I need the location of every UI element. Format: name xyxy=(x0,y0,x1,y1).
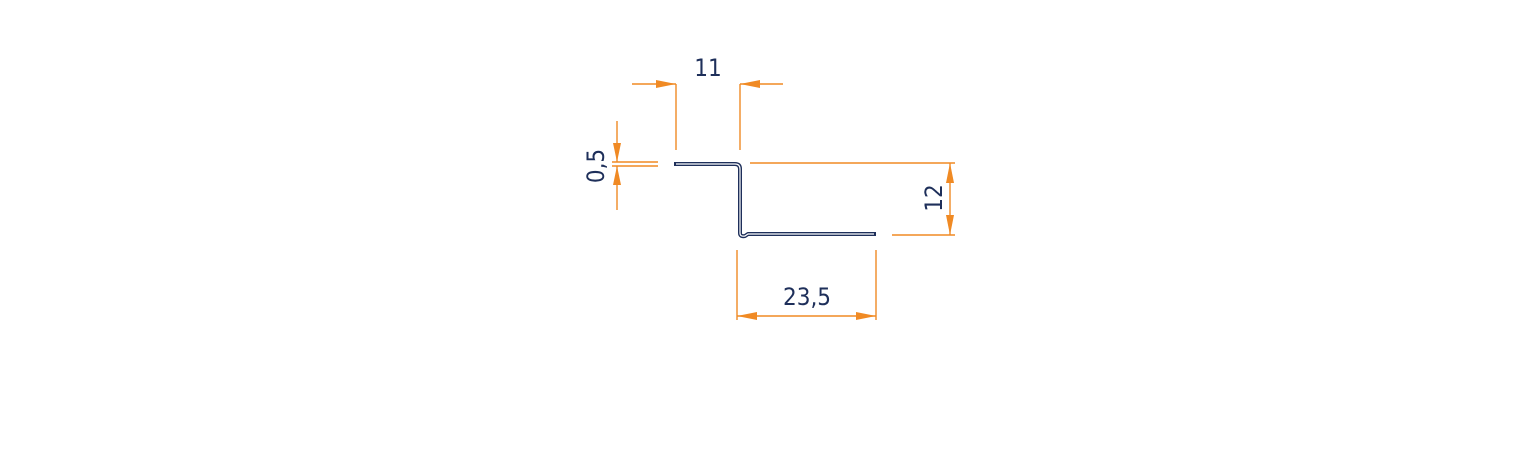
profile-inner-line xyxy=(676,163,874,237)
dimension-label-bottom-width: 23,5 xyxy=(783,283,831,311)
dimension-height: 12 xyxy=(750,162,955,236)
arrow-down-pointing xyxy=(613,143,621,162)
profile-outline xyxy=(674,162,876,239)
profile-section xyxy=(674,162,876,239)
arrow-up-pointing xyxy=(613,166,621,185)
dimension-label-height: 12 xyxy=(920,184,948,211)
dimension-bottom-width: 23,5 xyxy=(736,250,877,320)
arrow-up-pointing xyxy=(946,163,954,183)
dimension-thickness: 0,5 xyxy=(582,121,658,210)
dimension-label-thickness: 0,5 xyxy=(582,149,610,183)
dimension-label-top-width: 11 xyxy=(694,54,721,82)
arrow-right-pointing xyxy=(656,80,676,88)
arrow-left-pointing xyxy=(737,312,757,320)
arrow-left-pointing xyxy=(740,80,760,88)
dimension-top-width: 11 xyxy=(632,54,783,150)
arrow-down-pointing xyxy=(946,215,954,235)
arrow-right-pointing xyxy=(856,312,876,320)
